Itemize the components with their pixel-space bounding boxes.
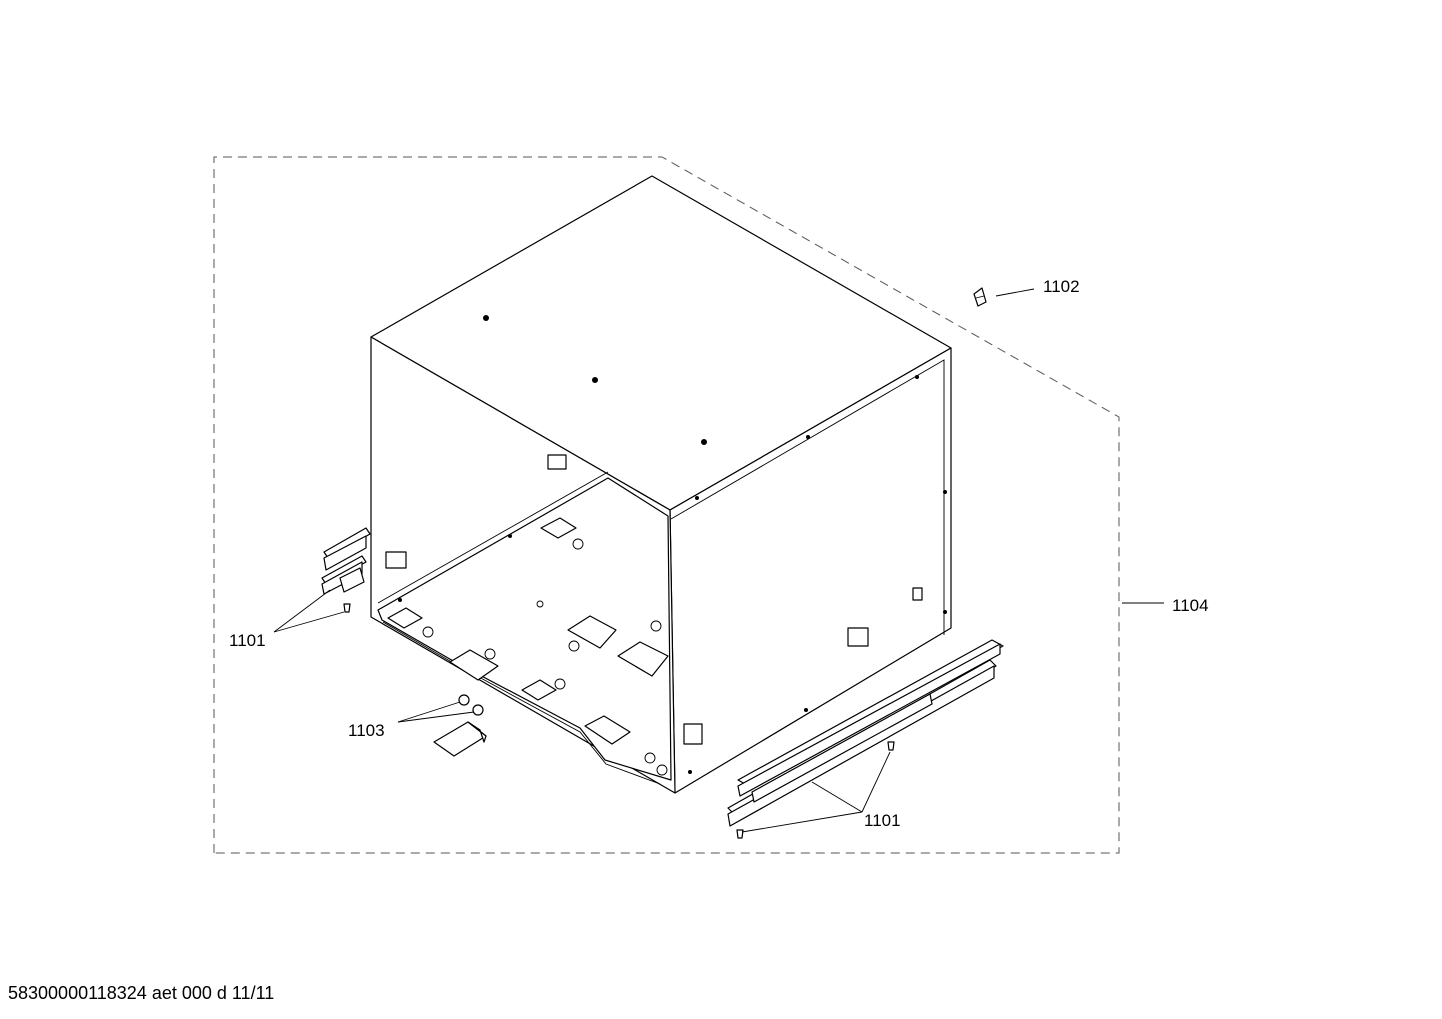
base-tab [521,679,557,701]
rivet [508,534,512,538]
leader-1101-right [861,751,891,813]
rivet [943,490,947,494]
panel-slot [547,454,567,470]
leader-1101-left [273,589,331,633]
housing-top-rim [670,359,945,635]
rivet [804,708,808,712]
base-tab [540,517,577,539]
rivet [806,435,810,439]
base-notch [584,715,631,745]
panel-slot [683,723,703,745]
rivet [483,315,489,321]
nut [458,694,470,706]
right-rail [727,639,1004,827]
base-hole [422,626,434,638]
small-clip-part [973,287,987,307]
leader-1101-left [273,611,345,633]
base-bracket [567,615,617,649]
nut [472,704,484,716]
housing-base-plate [377,477,672,781]
callout-label-1101-right: 1101 [864,811,901,830]
panel-slot [385,551,407,569]
base-bracket [617,641,669,677]
base-notch [449,649,499,681]
callout-label-1102: 1102 [1043,277,1080,296]
leader-1103 [397,711,475,723]
rivet [943,610,947,614]
rivet [688,770,692,774]
base-hole [536,600,544,608]
base-plate-front-lip [382,621,661,785]
callout-label-1103: 1103 [348,721,385,740]
leader-1102 [995,288,1035,297]
leader-1103 [397,701,461,723]
base-hole [554,678,566,690]
left-rail-screw [343,603,351,613]
callout-label-1104: 1104 [1172,596,1209,615]
base-hole [568,640,580,652]
rivet [915,375,919,379]
base-hole [484,648,496,660]
clip-part [433,721,487,757]
base-hole [572,538,584,550]
drawing-reference-code: 58300000118324 aet 000 d 11/11 [8,983,275,1003]
base-hole [656,764,668,776]
base-tab [387,607,423,629]
assembly-boundary [213,156,1120,854]
right-rail-screw [736,829,744,839]
rivet [592,377,598,383]
right-rail-screw [887,741,895,751]
base-plate-edge [377,471,609,604]
leader-1101-right [741,811,863,833]
base-hole [650,620,662,632]
left-rail [321,527,371,595]
rivet [701,439,707,445]
leader-1101-right [811,781,863,813]
panel-slot [912,587,923,601]
rivet [695,496,699,500]
rivet [398,598,402,602]
base-hole [644,752,656,764]
callout-label-1101-left: 1101 [229,631,266,650]
panel-slot [847,627,869,647]
